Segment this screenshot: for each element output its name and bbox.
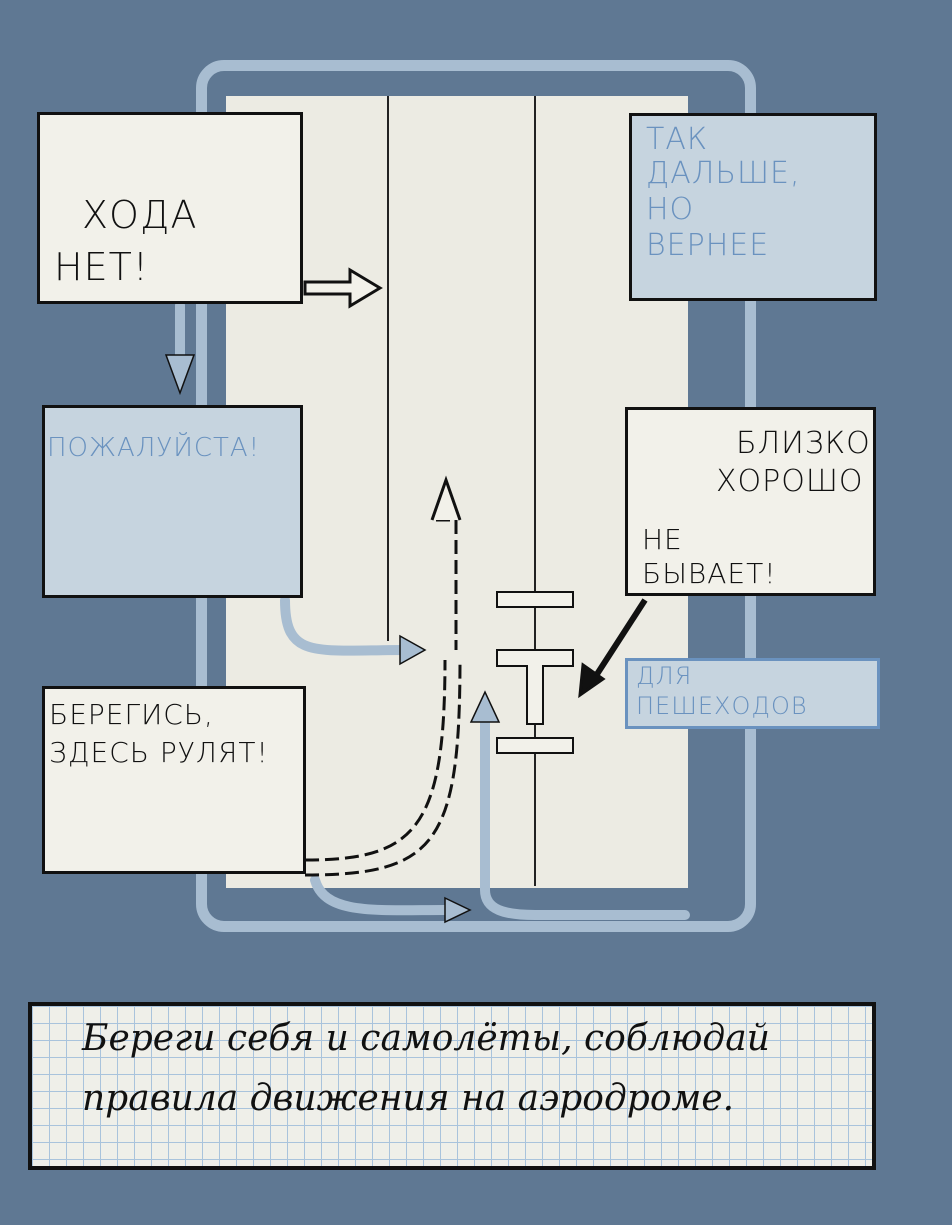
note-line: Береги себя и самолёты, соблюдай [82, 1018, 770, 1059]
note-line: правила движения на аэродроме. [82, 1078, 735, 1119]
landing-marker-bar [496, 591, 574, 608]
panel-text: ХОДА [82, 193, 198, 237]
note-paper: Береги себя и самолёты, соблюдай правила… [28, 1002, 876, 1170]
panel-text: ДЛЯ [636, 662, 693, 690]
panel-text: НЕ [642, 523, 683, 556]
panel-text: ДАЛЬШЕ, [646, 156, 801, 191]
runway-line-left [387, 96, 389, 641]
panel-text: БЫВАЕТ! [642, 557, 777, 590]
landing-marker-bar [496, 737, 574, 754]
panel-close: БЛИЗКО ХОРОШО НЕ БЫВАЕТ! [625, 407, 876, 596]
panel-text: ПОЖАЛУЙСТА! [47, 433, 261, 463]
panel-text: ВЕРНЕЕ [646, 228, 770, 263]
panel-please: ПОЖАЛУЙСТА! [42, 405, 303, 598]
arrow-curve-right [280, 595, 410, 656]
runway-line-right [534, 96, 536, 886]
panel-text: ЗДЕСЬ РУЛЯТ! [49, 736, 269, 769]
panel-text: НО [646, 192, 695, 227]
landing-t-marker [496, 649, 574, 725]
panel-no-way: ХОДА НЕТ! [37, 112, 303, 304]
panel-text: ТАК [646, 122, 709, 157]
panel-text: ХОРОШО [716, 464, 864, 499]
panel-text: БЛИЗКО [736, 426, 871, 461]
panel-text: НЕТ! [54, 245, 150, 289]
panel-further: ТАК ДАЛЬШЕ, НО ВЕРНЕЕ [629, 113, 877, 301]
panel-pedestrians: ДЛЯ ПЕШЕХОДОВ [625, 658, 880, 729]
panel-text: ПЕШЕХОДОВ [636, 692, 808, 720]
panel-text: БЕРЕГИСЬ, [49, 698, 214, 731]
arrow-bottom [310, 875, 450, 916]
arrow-up-loop [480, 715, 690, 920]
panel-taxiing: БЕРЕГИСЬ, ЗДЕСЬ РУЛЯТ! [42, 686, 306, 874]
